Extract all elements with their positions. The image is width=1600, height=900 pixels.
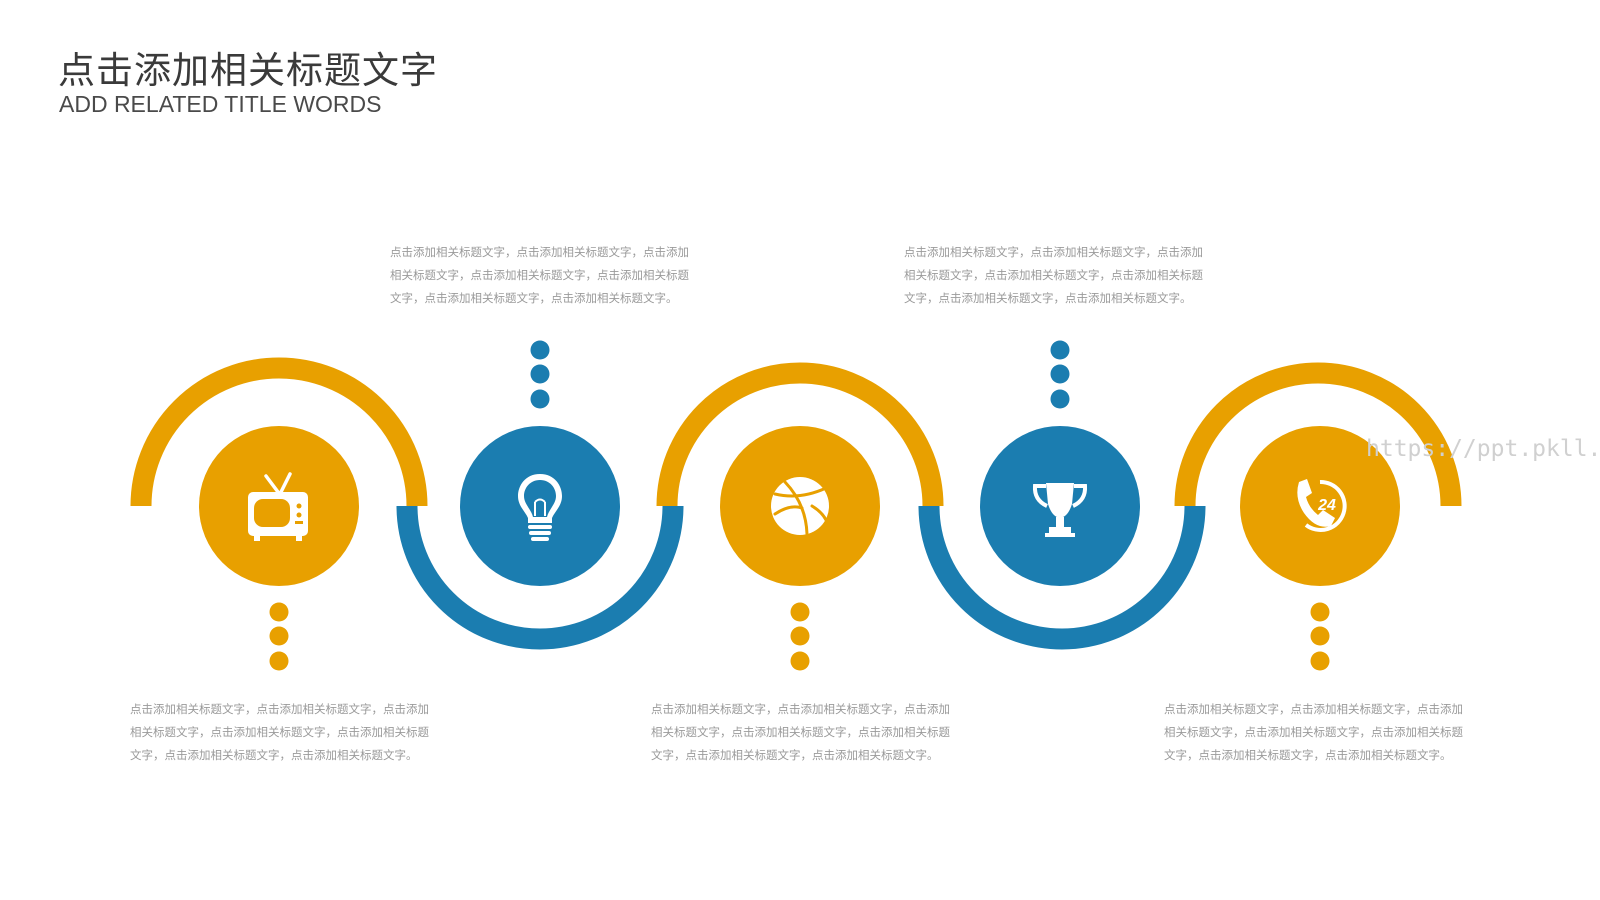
dots-4 [1050,340,1070,409]
wave-arc-5 [1174,362,1462,507]
step-1-description: 点击添加相关标题文字，点击添加相关标题文字，点击添加相关标题文字，点击添加相关标… [130,702,429,762]
step-3-description: 点击添加相关标题文字，点击添加相关标题文字，点击添加相关标题文字，点击添加相关标… [651,702,950,762]
svg-text:24: 24 [1317,497,1336,514]
wave-arc-1 [130,357,428,507]
trophy-icon [1032,483,1088,537]
dots-1 [269,602,289,671]
dots-2 [530,340,550,409]
dribbble-ball-icon [771,477,829,536]
wave-arc-2 [396,505,684,650]
step-4-description: 点击添加相关标题文字，点击添加相关标题文字，点击添加相关标题文字，点击添加相关标… [904,245,1203,305]
wave-arc-4 [918,505,1206,650]
step-5-description: 点击添加相关标题文字，点击添加相关标题文字，点击添加相关标题文字，点击添加相关标… [1164,702,1463,762]
step-2-description: 点击添加相关标题文字，点击添加相关标题文字，点击添加相关标题文字，点击添加相关标… [390,245,689,305]
step-circle-5 [1240,426,1400,586]
dots-3 [790,602,810,671]
tv-icon [248,472,308,541]
page-subtitle: ADD RELATED TITLE WORDS [59,91,382,117]
phone-24-hours-icon: 24 [1297,479,1347,532]
watermark: https://ppt.pkll.de [1366,436,1600,462]
wave-arc-3 [656,362,944,507]
light-bulb-icon [518,474,562,541]
dots-5 [1310,602,1330,671]
page-title: 点击添加相关标题文字 [58,49,438,92]
